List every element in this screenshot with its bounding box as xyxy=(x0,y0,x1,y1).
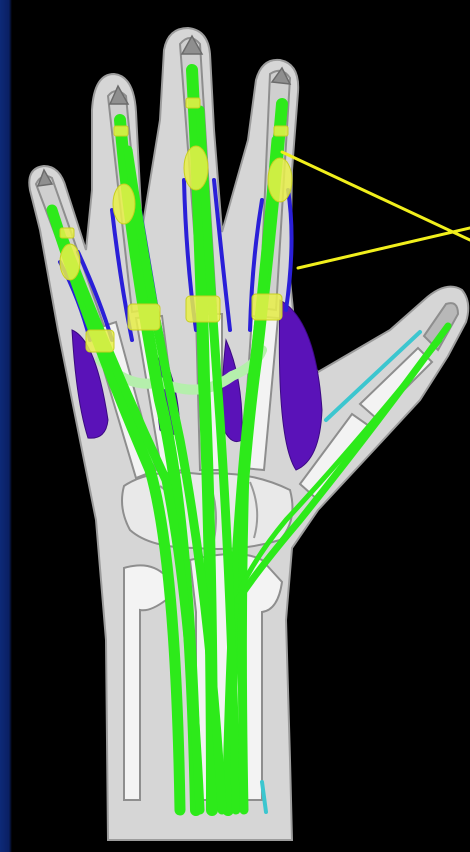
hand-tendon-diagram xyxy=(12,0,470,852)
pulley-ring-small xyxy=(186,98,200,108)
pulley-index-small xyxy=(60,228,74,238)
pulley-ring-finger xyxy=(268,158,292,202)
pointer-lines xyxy=(282,152,470,268)
pulley-middle-small xyxy=(114,126,128,136)
pulley-middle-a1 xyxy=(128,304,160,330)
pointer-line-lower xyxy=(298,228,470,268)
pointer-line-upper xyxy=(282,152,470,240)
pulley-little-small xyxy=(274,126,288,136)
diagram-stage xyxy=(12,0,470,852)
sheath-middle-distal xyxy=(113,184,135,224)
sheath-ring-distal xyxy=(184,146,208,190)
pulley-little-a1 xyxy=(252,294,282,320)
pulley-ring-a1 xyxy=(186,296,220,322)
sheath-index-distal xyxy=(60,244,80,280)
pulley-index-a1 xyxy=(86,330,114,352)
